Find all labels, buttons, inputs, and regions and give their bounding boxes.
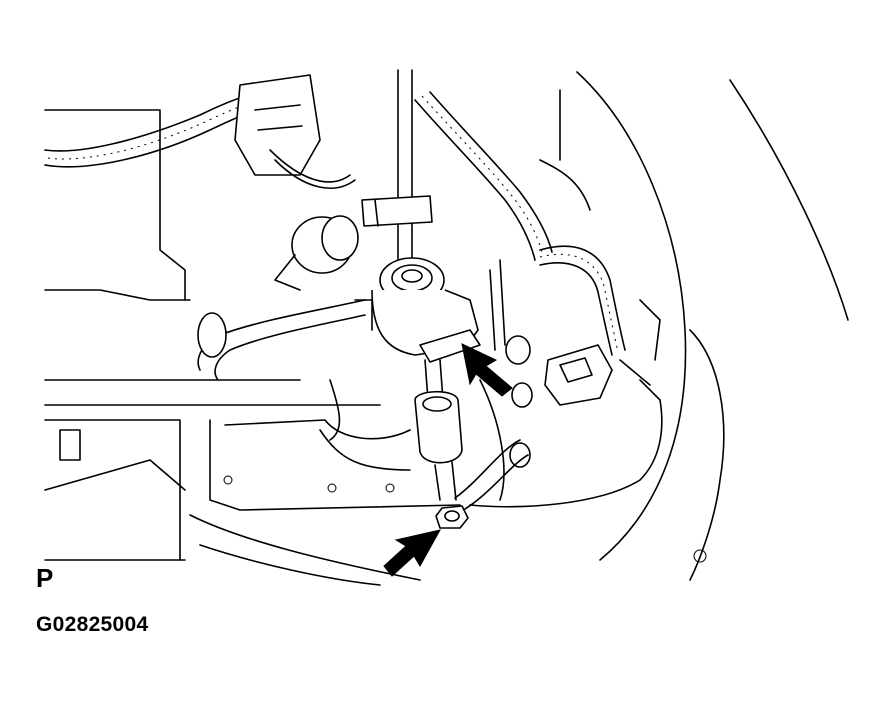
- wiring-harness-right: [414, 91, 626, 356]
- figure-code: G02825004: [36, 613, 149, 636]
- neutral-start-switch: [479, 259, 613, 501]
- lower-rod: [414, 359, 463, 501]
- cable-grommet: [274, 215, 359, 291]
- engine-bay-left: [44, 109, 421, 586]
- body-contour: [576, 71, 849, 581]
- shift-lever-assembly: [354, 257, 481, 363]
- right-details: [539, 89, 707, 563]
- bracket-bolt: [435, 505, 469, 529]
- shift-cable: [197, 299, 366, 381]
- arrow-upper: [461, 343, 513, 397]
- view-label: P: [36, 563, 54, 593]
- arrow-lower: [383, 529, 441, 577]
- cable-bracket: [454, 439, 529, 513]
- control-rod: [397, 69, 413, 271]
- rod-clamp: [361, 195, 433, 227]
- connector-cluster: [234, 74, 356, 189]
- transmission-housing: [209, 379, 663, 511]
